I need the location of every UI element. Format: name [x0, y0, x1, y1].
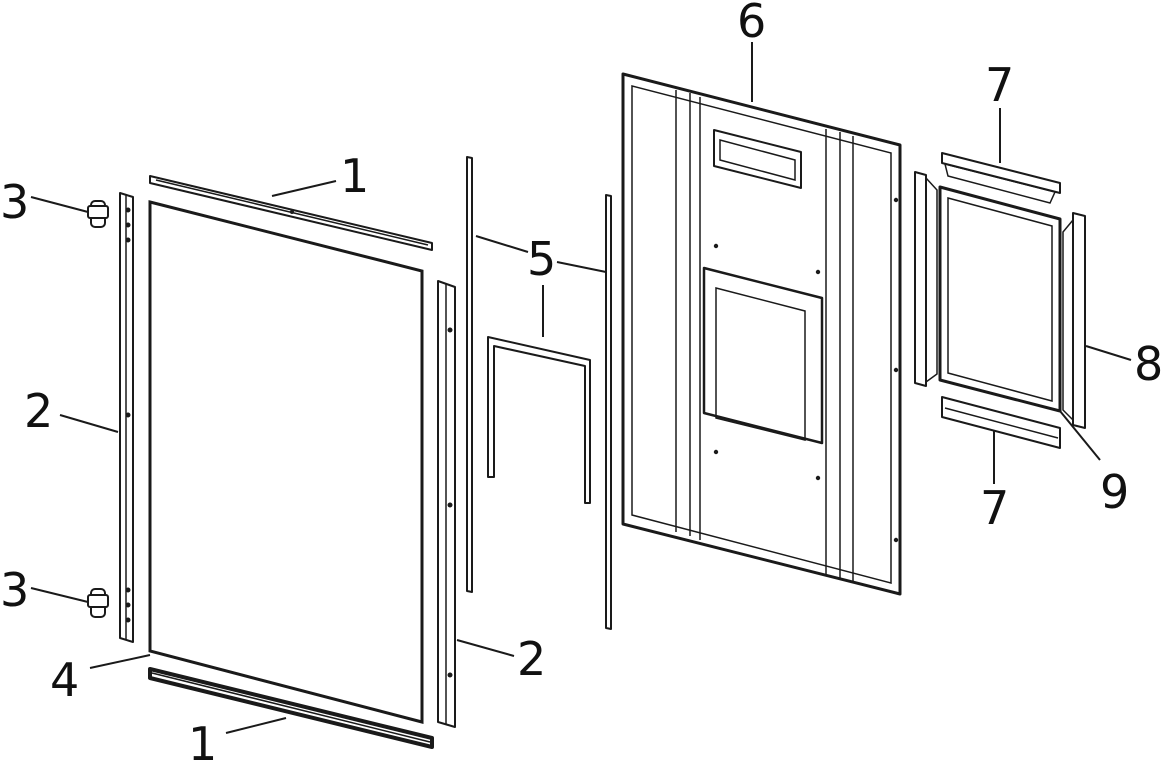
callout-1-bottom: 1 [188, 717, 217, 761]
right-stile [437, 280, 456, 728]
bottom-trim [941, 396, 1061, 449]
callout-9: 9 [1100, 465, 1129, 519]
callout-5: 5 [527, 232, 556, 286]
main-frame [621, 72, 902, 596]
callout-7-top: 7 [985, 58, 1014, 112]
seal-strip [466, 156, 612, 630]
left-stile [119, 192, 134, 643]
callout-1-top: 1 [340, 149, 369, 203]
top-trim [941, 152, 1061, 204]
side-trim [914, 171, 1086, 429]
bottom-rail [148, 667, 434, 749]
glass-panel [148, 200, 424, 724]
callout-6: 6 [737, 0, 766, 48]
callout-3-top: 3 [0, 175, 29, 229]
callout-2-right: 2 [517, 632, 546, 686]
top-rail [149, 175, 433, 251]
callout-7-bottom: 7 [980, 481, 1009, 535]
callout-3-bottom: 3 [0, 563, 29, 617]
bottom-hinge [87, 588, 109, 618]
window-frame [938, 185, 1062, 413]
callout-2-left: 2 [24, 384, 53, 438]
callout-4: 4 [50, 653, 79, 707]
leader-lines [30, 42, 1132, 734]
top-hinge [87, 200, 109, 228]
callout-8: 8 [1134, 337, 1162, 391]
